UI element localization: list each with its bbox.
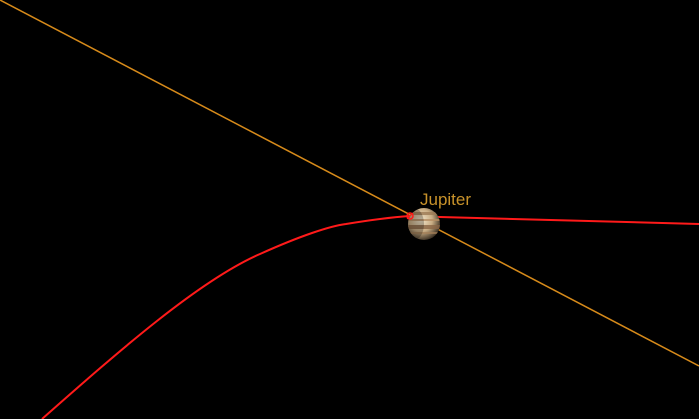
orbit-line <box>0 0 699 367</box>
spacecraft-marker-icon[interactable] <box>406 212 414 220</box>
trajectory-path <box>41 214 699 419</box>
planet-label[interactable]: Jupiter <box>420 190 472 209</box>
